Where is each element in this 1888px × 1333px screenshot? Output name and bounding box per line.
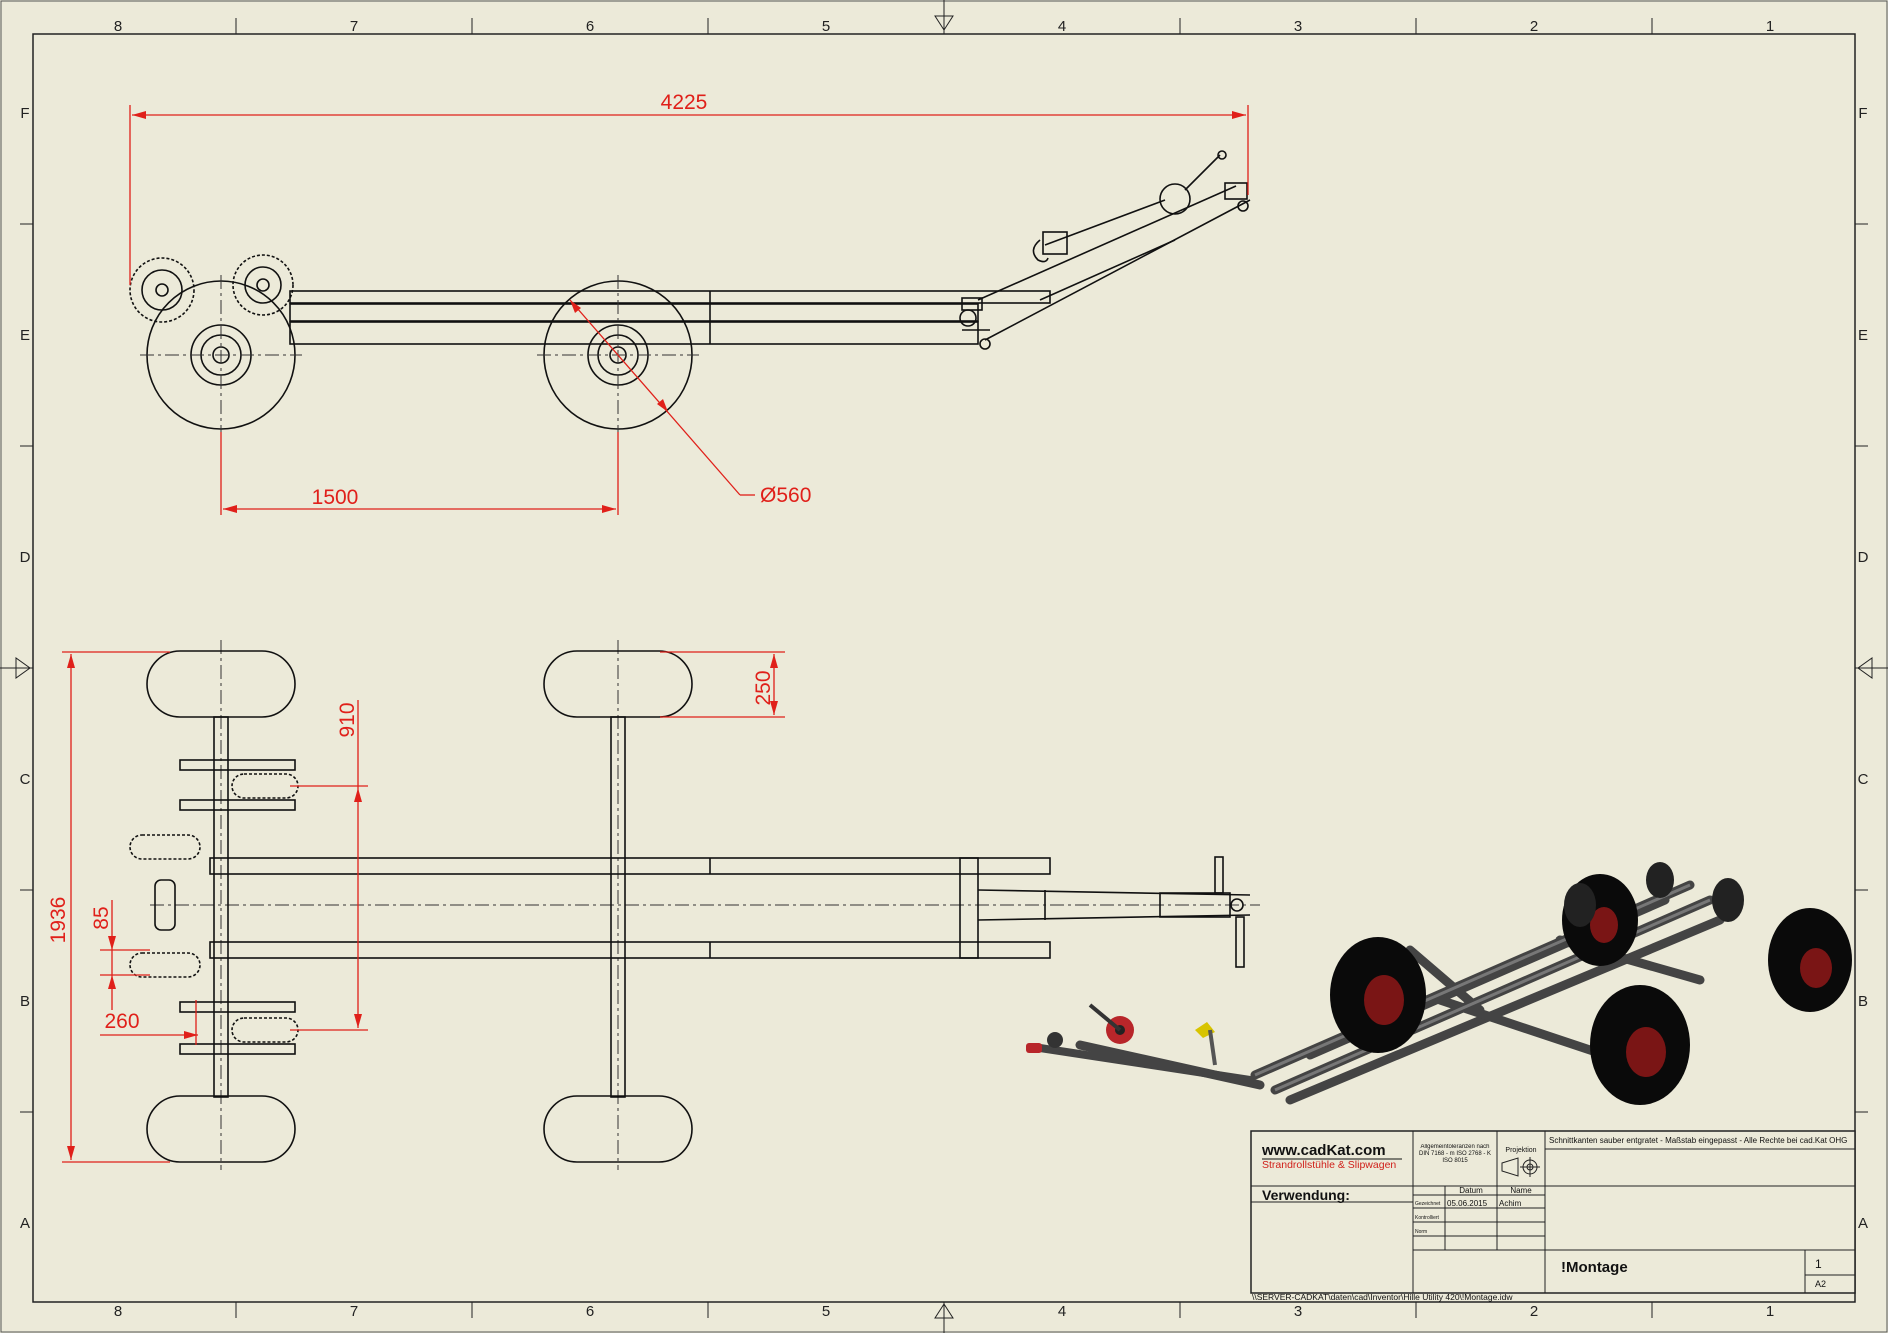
row-label-a-right: A [1858,1215,1868,1232]
col-label-1: 1 [1766,18,1774,35]
iso-drawbar-winch [1026,1003,1254,1084]
row-label-f-right: F [1858,105,1867,122]
sheet-format: A2 [1815,1279,1826,1289]
dim-tire-width: 250 [752,670,775,705]
iso-wheels [1330,862,1852,1105]
col-name-header: Name [1510,1186,1532,1195]
tolerance-note-box: Allgemeintoleranzen nach DIN 7168 - m IS… [1418,1144,1492,1164]
company-tagline: Strandrollstühle & Slipwagen [1262,1159,1396,1171]
isometric-view [1026,862,1852,1105]
dim-small-85: 85 [90,906,113,929]
dim-roller-span: 910 [336,702,359,737]
side-wheel-rear [140,275,302,435]
projection-symbol-icon [1501,1157,1540,1177]
col-label-7-bottom: 7 [350,1303,358,1320]
dim-wheel-diameter: Ø560 [760,484,811,507]
tolerance-note: Allgemeintoleranzen nach DIN 7168 - m IS… [1418,1144,1492,1164]
col-label-6-bottom: 6 [586,1303,594,1320]
row-label-e-right: E [1858,327,1868,344]
drawn-date-value: 05.06.2015 [1447,1199,1488,1208]
col-label-5: 5 [822,18,830,35]
row-checked-label: Kontrolliert [1415,1215,1440,1221]
row-label-b: B [20,993,30,1010]
col-date-header: Datum [1459,1186,1483,1195]
top-axles [213,716,626,1098]
side-dimensions: 4225 1500 Ø560 [129,91,1249,515]
col-label-2-bottom: 2 [1530,1303,1538,1320]
top-dimensions: 1936 250 910 85 260 [47,651,785,1163]
notice-text: Schnittkanten sauber entgratet - Maßstab… [1549,1136,1847,1145]
row-label-b-right: B [1858,993,1868,1010]
file-path: \\SERVER-CADKAT\daten\cad\Inventor\Hille… [1252,1292,1513,1302]
row-drawn-label: Gezeichnet [1415,1201,1441,1207]
drawn-name-value: Achim [1499,1199,1522,1208]
col-label-5-bottom: 5 [822,1303,830,1320]
row-norm-label: Norm [1415,1229,1427,1235]
col-label-1-bottom: 1 [1766,1303,1774,1320]
title-block: www.cadKat.com Strandrollstühle & Slipwa… [1250,1130,1856,1302]
side-hitch [959,297,991,350]
col-label-4: 4 [1058,18,1066,35]
dim-total-width: 1936 [47,897,70,944]
side-view: 4225 1500 Ø560 [129,91,1251,515]
row-label-c-right: C [1858,771,1869,788]
drawing-title: !Montage [1561,1259,1628,1276]
dim-small-260: 260 [104,1010,139,1033]
top-rollers [129,759,299,1055]
col-label-3: 3 [1294,18,1302,35]
dim-total-length: 4225 [661,91,708,114]
top-frame [209,856,1251,968]
row-label-c: C [20,771,31,788]
col-label-2: 2 [1530,18,1538,35]
col-label-7: 7 [350,18,358,35]
row-label-d-right: D [1858,549,1869,566]
col-label-6: 6 [586,18,594,35]
top-view: 1936 250 910 85 260 [47,640,1260,1170]
col-label-4-bottom: 4 [1058,1303,1066,1320]
row-label-d: D [20,549,31,566]
dim-axle-distance: 1500 [312,486,359,509]
sheet-number: 1 [1815,1257,1822,1271]
row-label-a: A [20,1215,30,1232]
col-label-3-bottom: 3 [1294,1303,1302,1320]
side-winch [1032,150,1249,263]
row-label-e: E [20,327,30,344]
col-label-8: 8 [114,18,122,35]
projection-label: Projektion [1505,1147,1536,1154]
col-label-8-bottom: 8 [114,1303,122,1320]
row-label-f: F [20,105,29,122]
company-name: www.cadKat.com [1261,1142,1386,1159]
usage-label: Verwendung: [1262,1187,1350,1203]
